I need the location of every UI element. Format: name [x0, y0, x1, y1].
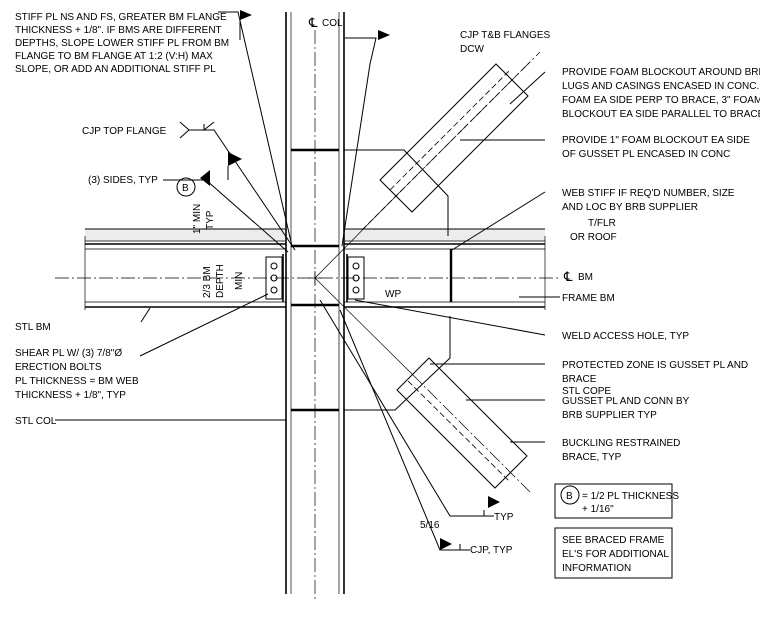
lower-brb-brace	[396, 357, 531, 493]
legend-text-2: + 1/16"	[582, 504, 614, 515]
weld-access-label: WELD ACCESS HOLE, TYP	[562, 331, 689, 342]
buckling-note-1: BUCKLING RESTRAINED	[562, 438, 680, 449]
gusset-conn-note-2: BRB SUPPLIER TYP	[562, 410, 657, 421]
protected-zone-note-2: BRACE	[562, 374, 597, 385]
stiff-pl-note-line-3: DEPTHS, SLOPE LOWER STIFF PL FROM BM	[15, 38, 229, 49]
foam-brb-note-2: LUGS AND CASINGS ENCASED IN CONC. 1"	[562, 81, 760, 92]
column-centerline-label: COL	[322, 18, 343, 29]
lower-gusset-plate	[344, 316, 451, 411]
gusset-conn-note-1: GUSSET PL AND CONN BY	[562, 396, 690, 407]
cjp-tb-flanges-note-1: CJP T&B FLANGES	[460, 30, 551, 41]
foam-gusset-note-1: PROVIDE 1" FOAM BLOCKOUT EA SIDE	[562, 135, 750, 146]
b-tag-letter: B	[182, 183, 189, 194]
see-braced-note-2: EL'S FOR ADDITIONAL	[562, 549, 669, 560]
stiff-pl-note-line-1: STIFF PL NS AND FS, GREATER BM FLANGE	[15, 12, 227, 23]
shear-pl-note-2: ERECTION BOLTS	[15, 362, 102, 373]
leader-lines	[55, 11, 560, 551]
min-label: MIN	[234, 272, 245, 290]
stl-bm-label: STL BM	[15, 322, 51, 333]
weld-size-label: 5/16	[420, 520, 440, 531]
shear-plate-left	[265, 254, 284, 302]
cjp-tb-flanges-note-2: DCW	[460, 44, 484, 55]
cjp-typ-label: CJP, TYP	[470, 545, 513, 556]
beam-centerline-symbol: ℄ BM	[563, 269, 593, 284]
stl-cope-label: STL COPE	[562, 386, 611, 397]
steel-column	[285, 12, 345, 594]
legend-text-1: = 1/2 PL THICKNESS	[582, 491, 679, 502]
web-stiff-note-2: AND LOC BY BRB SUPPLIER	[562, 202, 698, 213]
weld-symbols	[179, 121, 494, 551]
field-weld-flags	[200, 10, 500, 550]
web-stiff-note-1: WEB STIFF IF REQ'D NUMBER, SIZE	[562, 188, 735, 199]
protected-zone-note-1: PROTECTED ZONE IS GUSSET PL AND	[562, 360, 748, 371]
foam-brb-note-1: PROVIDE FOAM BLOCKOUT AROUND BRB	[562, 67, 760, 78]
typ-label: TYP	[494, 512, 514, 523]
foam-brb-note-3: FOAM EA SIDE PERP TO BRACE, 3" FOAM	[562, 95, 760, 106]
foam-brb-note-4: BLOCKOUT EA SIDE PARALLEL TO BRACE	[562, 109, 760, 120]
see-braced-note-1: SEE BRACED FRAME	[562, 535, 665, 546]
column-centerline-symbol-glyph: ℄	[308, 15, 318, 30]
steel-beam-left	[84, 236, 286, 310]
legend-box: B = 1/2 PL THICKNESS + 1/16"	[554, 483, 679, 519]
or-roof-label: OR ROOF	[570, 232, 617, 243]
brace-workline-upper	[314, 195, 397, 279]
beam-centerline-label: BM	[578, 272, 593, 283]
brace-workline-lower	[314, 277, 413, 375]
b-tag-symbol: B	[176, 177, 196, 197]
continuity-plates	[291, 148, 339, 412]
frame-bm-label: FRAME BM	[562, 293, 615, 304]
see-braced-note-3: INFORMATION	[562, 563, 631, 574]
concrete-slab	[85, 228, 545, 242]
shear-pl-note-4: THICKNESS + 1/8", TYP	[15, 390, 126, 401]
stiff-pl-note-line-4: FLANGE TO BM FLANGE AT 1:2 (V:H) MAX	[15, 51, 213, 62]
stiff-pl-note-line-2: THICKNESS + 1/8". IF BMS ARE DIFFERENT	[15, 25, 222, 36]
upper-gusset-plate	[344, 149, 449, 236]
top-of-floor-label: T/FLR	[588, 218, 616, 229]
shear-pl-note-1: SHEAR PL W/ (3) 7/8"Ø	[15, 348, 122, 359]
shear-plate-right	[346, 254, 365, 302]
stl-col-label: STL COL	[15, 416, 57, 427]
shear-pl-note-3: PL THICKNESS = BM WEB	[15, 376, 139, 387]
see-braced-box: SEE BRACED FRAME EL'S FOR ADDITIONAL INF…	[554, 527, 673, 579]
three-sides-note: (3) SIDES, TYP	[88, 175, 158, 186]
column-centerline-symbol: ℄ COL	[308, 15, 343, 30]
cjp-top-flange-note: CJP TOP FLANGE	[82, 126, 167, 137]
foam-gusset-note-2: OF GUSSET PL ENCASED IN CONC	[562, 149, 730, 160]
one-min-typ-label-2: TYP	[205, 210, 216, 230]
frame-beam-right	[344, 236, 546, 310]
work-point-label: WP	[385, 289, 401, 300]
one-min-typ-label-1: 1" MIN	[192, 204, 203, 234]
buckling-note-2: BRACE, TYP	[562, 452, 622, 463]
two-thirds-depth-label-1: 2/3 BM	[202, 266, 213, 298]
legend-b-letter: B	[566, 491, 573, 502]
stiff-pl-note-line-5: SLOPE, OR ADD AN ADDITIONAL STIFF PL	[15, 64, 216, 75]
beam-centerline-symbol-glyph: ℄	[563, 269, 573, 284]
two-thirds-depth-label-2: DEPTH	[215, 264, 226, 298]
